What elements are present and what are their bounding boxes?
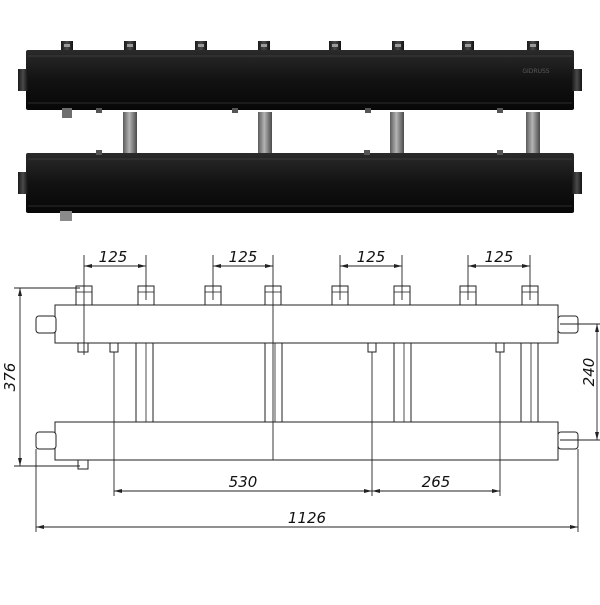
arrow-head xyxy=(595,324,599,332)
drain-plug xyxy=(62,108,72,118)
drawing-pipes xyxy=(135,341,539,423)
bolt xyxy=(364,150,370,155)
nozzle-thread xyxy=(127,44,133,47)
left-end-port xyxy=(18,69,28,91)
nozzle-thread xyxy=(261,44,267,47)
nozzle-thread xyxy=(395,44,401,47)
spacing-extension-lines xyxy=(83,255,531,460)
upper-header-body xyxy=(26,50,574,110)
end-fitting xyxy=(557,315,579,334)
bolt xyxy=(497,108,503,113)
total-width-dimension xyxy=(35,449,579,532)
brand-logo: GIDRUSS xyxy=(522,68,549,75)
drain-stub xyxy=(77,342,89,353)
technical-drawing: 125 125 125 125 376 240 xyxy=(1,248,600,532)
stub xyxy=(109,342,119,353)
end-fitting xyxy=(557,431,579,450)
stub xyxy=(367,342,377,353)
left-span-label: 530 xyxy=(229,473,258,491)
arrow-head xyxy=(18,458,22,466)
spacing-arrows xyxy=(84,264,530,268)
header-bolts xyxy=(96,108,503,155)
drawing-upper-header xyxy=(54,304,559,344)
drawing-lower-header xyxy=(54,421,559,461)
bolt xyxy=(232,108,238,113)
spacing-label-4: 125 xyxy=(485,248,514,266)
bolt xyxy=(365,108,371,113)
drain-plug xyxy=(60,211,72,221)
right-end-port xyxy=(572,172,582,194)
drawing-pipe xyxy=(135,341,154,423)
drawing-top-nozzles xyxy=(75,285,539,306)
nozzle-thread xyxy=(530,44,536,47)
drawing-end-fittings xyxy=(35,315,579,450)
span-extension-lines xyxy=(113,352,501,496)
arrow-head xyxy=(36,525,44,529)
total-width-label: 1126 xyxy=(288,509,326,527)
left-end-port xyxy=(18,172,28,194)
right-span-label: 265 xyxy=(422,473,451,491)
height-total-dimension xyxy=(14,287,80,467)
drain-stub xyxy=(77,459,89,470)
nozzle-thread xyxy=(465,44,471,47)
height-total-label: 376 xyxy=(1,363,19,392)
spacing-label-1: 125 xyxy=(99,248,128,266)
height-pipes-dimension xyxy=(560,323,600,441)
lower-header-body xyxy=(26,153,574,213)
spacing-label-3: 125 xyxy=(357,248,386,266)
stub xyxy=(495,342,505,353)
arrow-head xyxy=(595,432,599,440)
bolt xyxy=(96,150,102,155)
end-fitting xyxy=(35,431,57,450)
arrow-head xyxy=(570,525,578,529)
connecting-pipe xyxy=(123,112,137,156)
drawing-pipe xyxy=(264,341,283,423)
connecting-pipe xyxy=(526,112,540,156)
span-arrows xyxy=(114,489,500,493)
product-render: GIDRUSS xyxy=(18,41,582,221)
nozzle-thread xyxy=(64,44,70,47)
connecting-pipe xyxy=(390,112,404,156)
connecting-pipes xyxy=(123,112,540,156)
bolt xyxy=(96,108,102,113)
arrow-head xyxy=(18,288,22,296)
right-end-port xyxy=(572,69,582,91)
nozzle-thread xyxy=(198,44,204,47)
spacing-label-2: 125 xyxy=(229,248,258,266)
height-pipes-label: 240 xyxy=(580,358,598,387)
drawing-pipe xyxy=(520,341,539,423)
connecting-pipe xyxy=(258,112,272,156)
drawing-pipe xyxy=(393,341,412,423)
nozzle-thread xyxy=(332,44,338,47)
bolt xyxy=(497,150,503,155)
top-nozzles xyxy=(61,41,539,51)
end-fitting xyxy=(35,315,57,334)
